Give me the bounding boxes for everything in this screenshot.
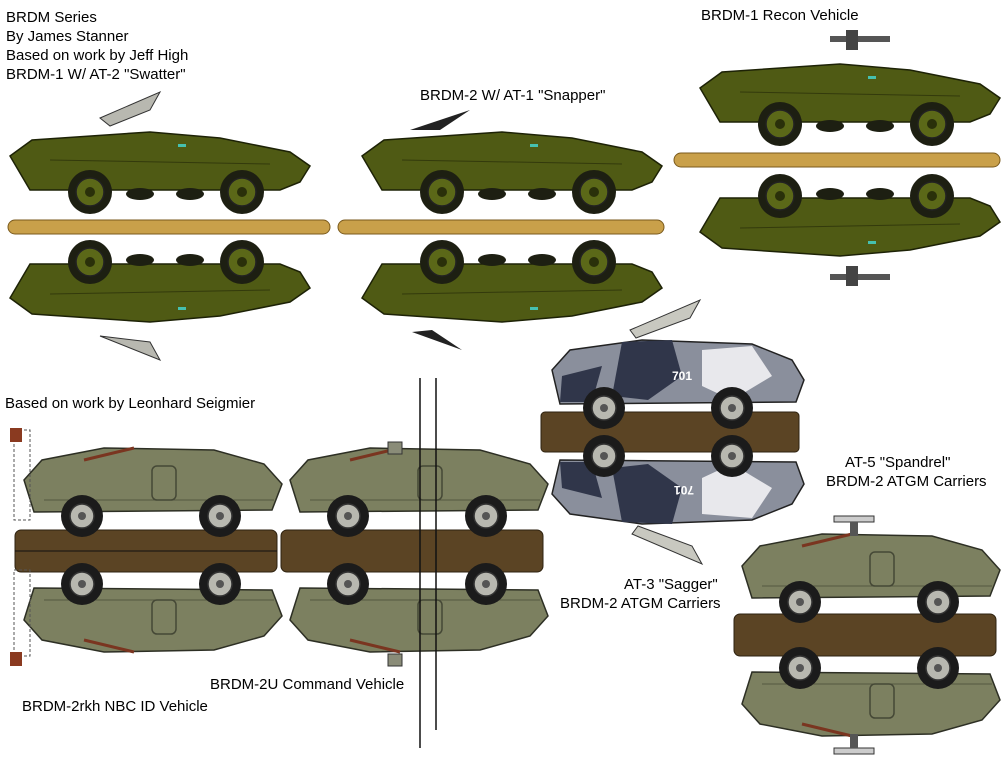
brdm2-at3-bottom-view bbox=[552, 435, 804, 566]
author-credit: By James Stanner bbox=[6, 28, 129, 45]
at3-label-line2: BRDM-2 ATGM Carriers bbox=[560, 595, 721, 612]
command-label: BRDM-2U Command Vehicle bbox=[210, 676, 405, 693]
at5-label-line1: AT-5 "Spandrel" bbox=[845, 454, 951, 471]
source-credit: Based on work by Jeff High bbox=[6, 47, 189, 64]
seigmier-credit: Based on work by Leonhard Seigmier bbox=[5, 395, 256, 412]
brdm2-at3-side-view bbox=[552, 298, 804, 429]
divider-bar-at2 bbox=[7, 219, 331, 235]
brdm2u-bottom-view bbox=[290, 563, 548, 667]
brdm2u-side-view bbox=[290, 441, 548, 537]
at1-label: BRDM-2 W/ AT-1 "Snapper" bbox=[420, 87, 606, 104]
nbc-label: BRDM-2rkh NBC ID Vehicle bbox=[22, 698, 208, 715]
credits-block: BRDM Series By James Stanner Based on wo… bbox=[6, 8, 188, 84]
at5-label-line2: BRDM-2 ATGM Carriers bbox=[826, 473, 987, 490]
series-title: BRDM Series bbox=[6, 9, 97, 26]
divider-bar-recon bbox=[673, 152, 1001, 168]
brdm2-at5-side-view bbox=[742, 515, 1000, 623]
brdm2-at1-bottom-view bbox=[362, 240, 662, 350]
divider-bar-command bbox=[280, 529, 544, 573]
brdm2-at1-side-view bbox=[362, 110, 662, 214]
recon-label: BRDM-1 Recon Vehicle bbox=[701, 7, 859, 24]
hull-number-top: 701 bbox=[672, 369, 692, 383]
divider-bar-at5 bbox=[733, 613, 997, 657]
brdm1-recon-side-view bbox=[700, 30, 1000, 146]
divider-bar-at3 bbox=[540, 411, 800, 453]
brdm2-at5-bottom-view bbox=[742, 647, 1000, 755]
brdm1-at2-side-view bbox=[10, 90, 310, 214]
brdm2rkh-bottom-view bbox=[10, 563, 282, 666]
hull-number-bottom: 701 bbox=[674, 483, 694, 497]
divider-bar-at1 bbox=[337, 219, 665, 235]
brdm1-at2-bottom-view bbox=[10, 240, 310, 361]
brdm1-recon-bottom-view bbox=[700, 174, 1000, 286]
at3-label-line1: AT-3 "Sagger" bbox=[624, 576, 718, 593]
brdm2rkh-side-view bbox=[10, 428, 282, 537]
at2-label: BRDM-1 W/ AT-2 "Swatter" bbox=[6, 66, 186, 83]
